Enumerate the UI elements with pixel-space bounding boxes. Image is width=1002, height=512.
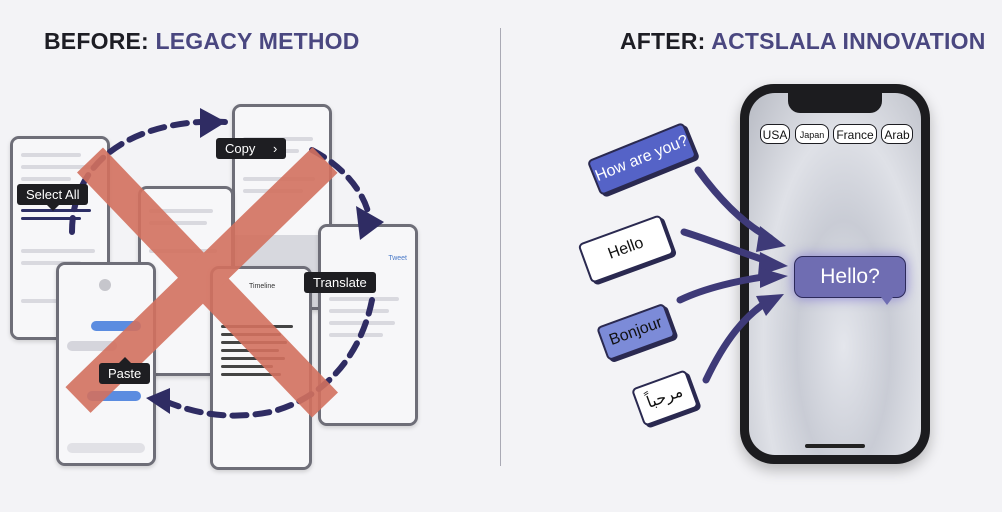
arrow-head-top (200, 108, 226, 138)
chevron-right-icon: › (272, 141, 278, 156)
section-divider (500, 28, 501, 466)
lang-chip-france[interactable]: France (833, 124, 877, 144)
after-heading-prefix: AFTER: (620, 28, 706, 54)
select-all-tooltip: Select All (17, 184, 89, 211)
legacy-phone-1 (10, 136, 110, 340)
before-heading-highlight: LEGACY METHOD (155, 28, 360, 54)
message-input (67, 443, 145, 453)
chat-bubble-blue (87, 391, 141, 401)
paste-tooltip: Paste (99, 357, 151, 384)
legacy-phone-4: Tweet (318, 224, 418, 426)
translate-tooltip: Translate (304, 272, 376, 293)
after-heading: AFTER: ACTSLALA INNOVATION (620, 28, 986, 55)
timeline-label: Timeline (249, 283, 276, 290)
avatar (99, 279, 111, 291)
lang-chip-japan[interactable]: Japan (795, 124, 829, 144)
lang-chip-usa[interactable]: USA (760, 124, 790, 144)
translated-result-bubble: Hello? (794, 256, 906, 305)
after-heading-highlight: ACTSLALA INNOVATION (711, 28, 986, 54)
chat-bubble-grey (67, 341, 117, 351)
arrow-head-right (356, 206, 384, 240)
chat-bubble-blue (91, 321, 141, 331)
home-indicator (805, 444, 865, 448)
phone-notch (788, 93, 882, 113)
tweet-label: Tweet (388, 255, 407, 262)
before-heading: BEFORE: LEGACY METHOD (44, 28, 360, 55)
before-heading-prefix: BEFORE: (44, 28, 149, 54)
arrow-head-bottom (146, 388, 170, 414)
copy-tooltip: Copy › (216, 138, 287, 159)
lang-chip-arab[interactable]: Arab (881, 124, 913, 144)
copy-label: Copy (225, 141, 256, 156)
